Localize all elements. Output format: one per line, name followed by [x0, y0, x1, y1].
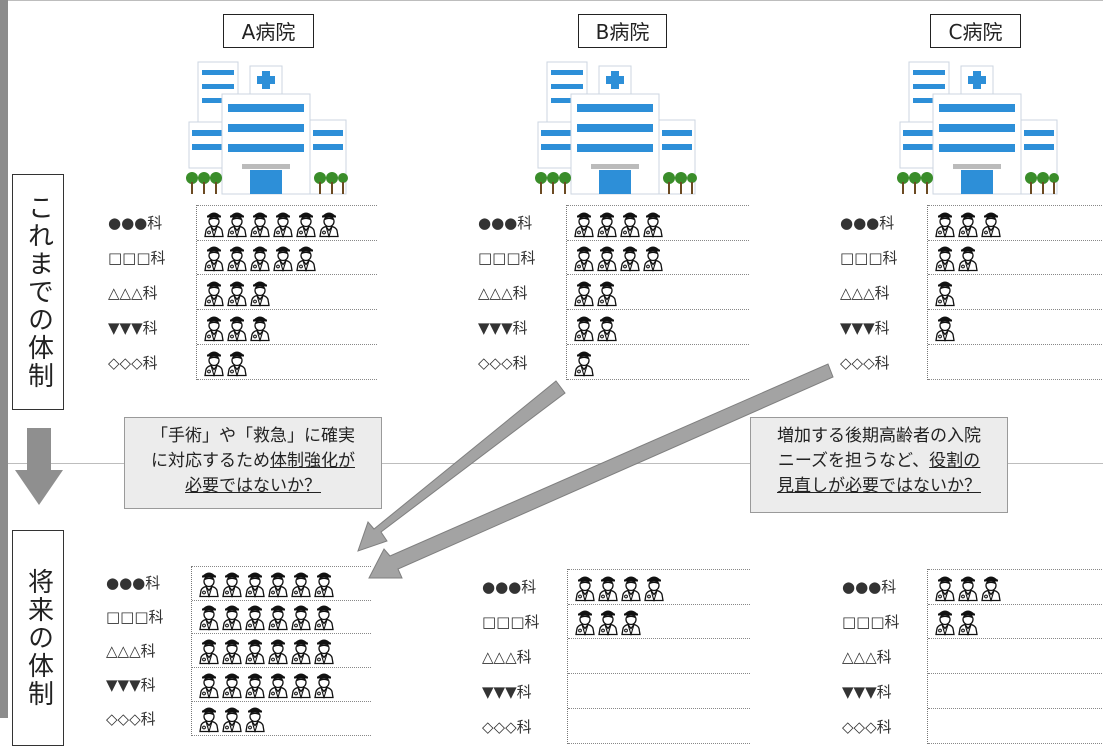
table-row	[197, 345, 377, 380]
dept-label: ●●●科	[482, 577, 537, 596]
staffing-grid-future-a	[191, 566, 371, 736]
table-row	[192, 702, 371, 736]
left-edge-bar	[0, 0, 8, 718]
arrow-c-to-a	[368, 363, 834, 579]
hospital-label-c: C病院	[930, 14, 1021, 48]
table-row	[928, 205, 1103, 241]
dept-label: ◇◇◇科	[478, 353, 528, 372]
table-row	[567, 205, 749, 241]
dept-label: □□□科	[482, 612, 540, 631]
dept-label: □□□科	[478, 248, 536, 267]
top-divider	[8, 0, 1103, 1]
table-row	[928, 674, 1103, 709]
table-row	[197, 310, 377, 345]
note-right-line3: 見直しが必要ではないか？	[777, 476, 981, 496]
staffing-grid-current-a	[196, 205, 377, 380]
table-row	[192, 668, 371, 702]
dept-label: ▼▼▼科	[482, 682, 532, 701]
table-row	[568, 639, 750, 674]
table-row	[928, 639, 1103, 674]
table-row	[192, 634, 371, 668]
table-row	[928, 569, 1103, 605]
table-row	[197, 205, 377, 241]
hospital-label-a: A病院	[223, 14, 314, 48]
note-right-line2a: ニーズを担うなど、	[777, 451, 930, 471]
dept-label: ◇◇◇科	[482, 717, 532, 736]
staffing-grid-current-b	[566, 205, 749, 380]
dept-label: ▼▼▼科	[842, 682, 892, 701]
dept-label: ◇◇◇科	[840, 353, 890, 372]
note-left-line1: 「手術」や「救急」に確実	[151, 426, 355, 446]
table-row	[197, 240, 377, 275]
table-row	[568, 604, 750, 639]
dept-label: ▼▼▼科	[478, 318, 528, 337]
hospital-label-b: B病院	[578, 14, 667, 48]
note-right: 増加する後期高齢者の入院 ニーズを担うなど、役割の 見直しが必要ではないか？	[750, 417, 1008, 513]
section-label-future: 将来の体制	[12, 530, 64, 746]
table-row	[928, 345, 1103, 380]
table-row	[928, 604, 1103, 639]
dept-label: ●●●科	[108, 213, 163, 232]
dept-label: ◇◇◇科	[108, 353, 158, 372]
dept-label: □□□科	[106, 608, 164, 626]
note-left-line2b: 体制強化が	[270, 451, 355, 471]
note-right-line1: 増加する後期高齢者の入院	[777, 426, 981, 446]
table-row	[192, 600, 371, 634]
dept-label: △△△科	[840, 283, 890, 302]
arrow-b-to-a	[357, 380, 566, 552]
note-left: 「手術」や「救急」に確実 に対応するため体制強化が 必要ではないか？	[124, 417, 382, 509]
table-row	[928, 709, 1103, 744]
table-row	[197, 275, 377, 310]
table-row	[567, 275, 749, 310]
staffing-grid-future-b	[567, 569, 750, 744]
staffing-grid-future-c	[927, 569, 1103, 744]
staffing-grid-current-c	[927, 205, 1103, 380]
dept-label: □□□科	[842, 612, 900, 631]
note-right-line2b: 役割の	[929, 451, 981, 471]
table-row	[928, 310, 1103, 345]
down-arrow-icon	[15, 428, 63, 505]
dept-label: ●●●科	[842, 577, 897, 596]
middle-divider	[8, 463, 1103, 464]
table-row	[567, 345, 749, 380]
dept-label: ◇◇◇科	[106, 710, 156, 728]
dept-label: □□□科	[108, 248, 166, 267]
dept-label: ▼▼▼科	[840, 318, 890, 337]
table-row	[568, 569, 750, 605]
dept-label: △△△科	[106, 642, 156, 660]
table-row	[568, 709, 750, 744]
table-row	[568, 674, 750, 709]
dept-label: ●●●科	[478, 213, 533, 232]
table-row	[928, 240, 1103, 275]
dept-label: △△△科	[478, 283, 528, 302]
table-row	[192, 566, 371, 601]
dept-label: □□□科	[840, 248, 898, 267]
dept-label: ●●●科	[840, 213, 895, 232]
dept-label: △△△科	[842, 647, 892, 666]
table-row	[567, 310, 749, 345]
dept-label: ▼▼▼科	[106, 676, 156, 694]
note-left-line2a: に対応するため	[151, 451, 270, 471]
section-label-current: これまでの体制	[12, 174, 64, 410]
dept-label: △△△科	[108, 283, 158, 302]
dept-label: ●●●科	[106, 574, 161, 592]
dept-label: △△△科	[482, 647, 532, 666]
dept-label: ▼▼▼科	[108, 318, 158, 337]
note-left-line3: 必要ではないか？	[185, 476, 321, 496]
dept-label: ◇◇◇科	[842, 717, 892, 736]
table-row	[928, 275, 1103, 310]
table-row	[567, 240, 749, 275]
